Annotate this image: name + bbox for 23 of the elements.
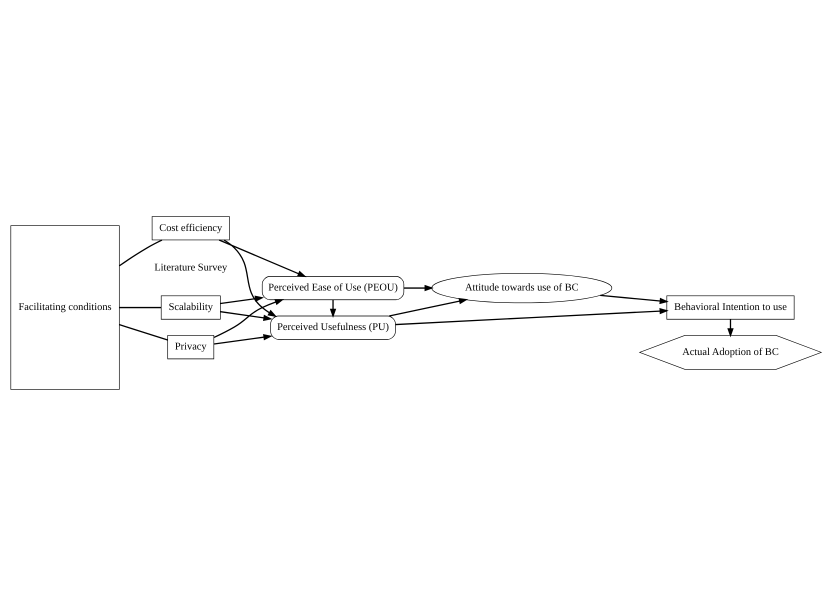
- node-box: Perceived Usefulness (PU): [270, 315, 396, 340]
- arrow: [389, 298, 468, 316]
- arrow: [218, 238, 307, 277]
- arrow: [404, 284, 434, 291]
- connector: [119, 324, 168, 340]
- arrow: [330, 299, 336, 318]
- arrow: [396, 307, 669, 325]
- node-box: Scalability: [160, 295, 221, 320]
- arrow: [727, 318, 734, 337]
- arrow: [214, 298, 284, 338]
- node-box: Behavioral Intention to use: [666, 295, 794, 320]
- node-box: Cost efficiency: [152, 216, 230, 240]
- connector: [119, 306, 162, 308]
- label: Literature Survey: [154, 262, 228, 273]
- arrow: [224, 238, 277, 316]
- arrow: [600, 294, 669, 304]
- arrow: [220, 295, 264, 304]
- connector: [119, 238, 162, 266]
- arrow: [214, 334, 272, 344]
- node-box: Perceived Ease of Use (PEOU): [262, 276, 404, 300]
- arrow: [220, 310, 272, 320]
- node-box: Privacy: [167, 334, 214, 359]
- node-box: Facilitating conditions: [10, 224, 120, 390]
